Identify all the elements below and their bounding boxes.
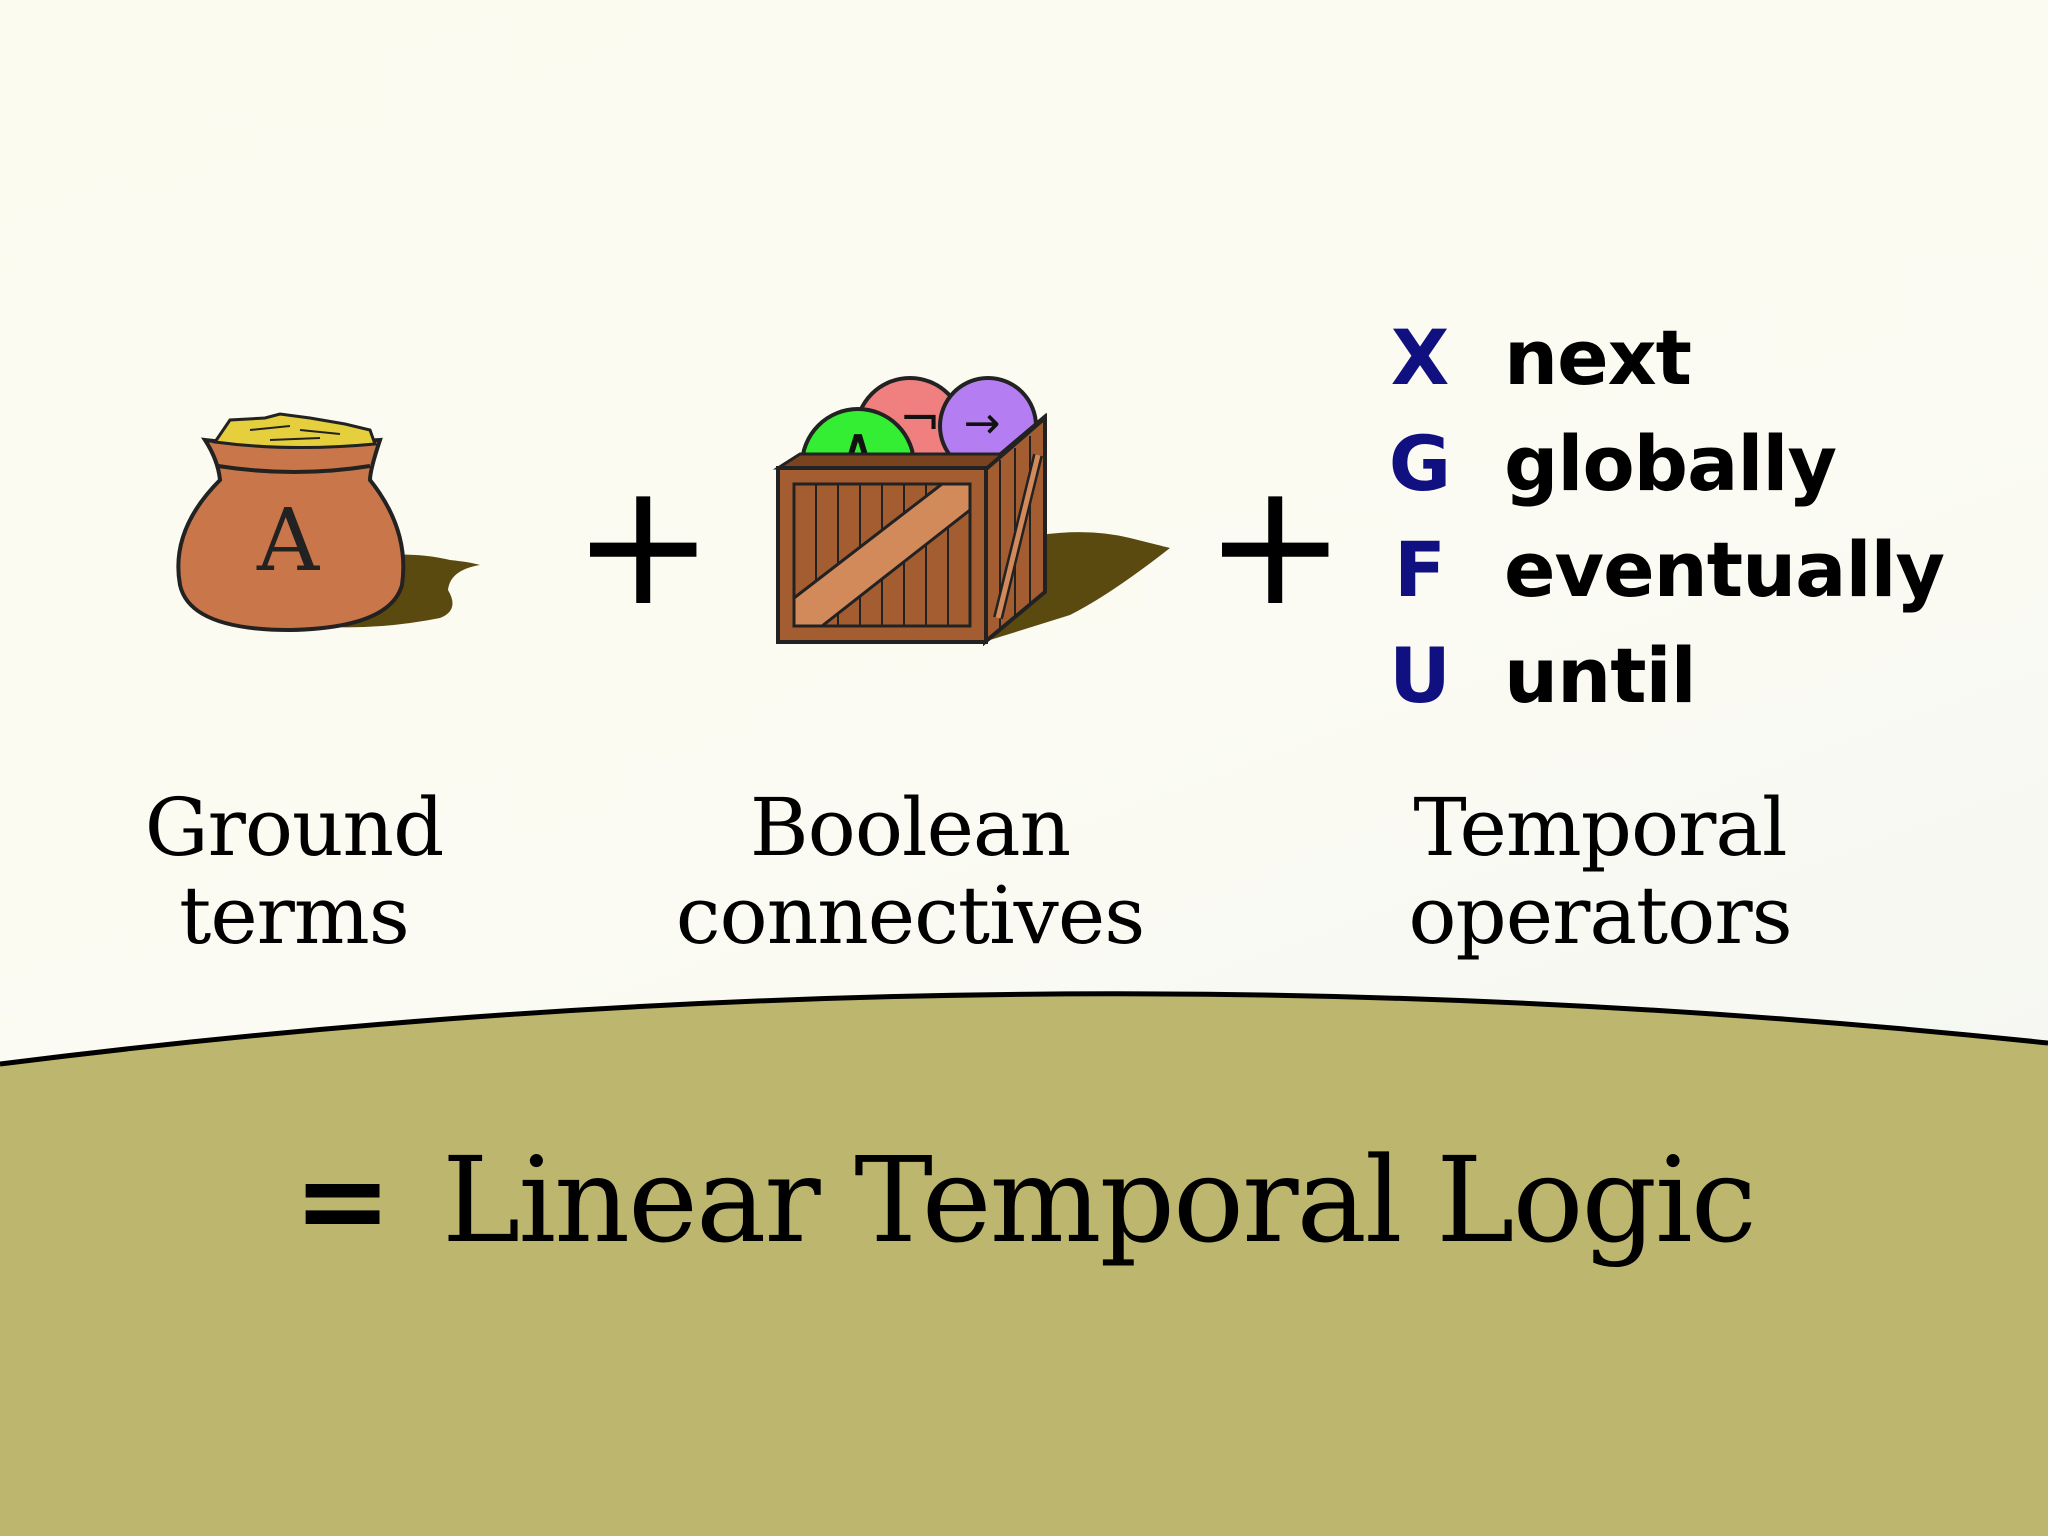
operator-word: globally (1504, 419, 1837, 508)
operator-word: next (1504, 313, 1692, 402)
caption-boolean-connectives: Boolean connectives (660, 784, 1160, 960)
caption-line: terms (179, 869, 410, 962)
operator-symbol: X (1390, 313, 1450, 402)
caption-line: Temporal (1413, 781, 1787, 874)
operator-word: eventually (1504, 525, 1945, 614)
operator-word: until (1504, 631, 1697, 720)
bag-letter: A (256, 491, 320, 591)
caption-line: Ground (144, 781, 445, 874)
operator-symbol: U (1389, 631, 1451, 720)
result-line: = Linear Temporal Logic (0, 1130, 2048, 1270)
result-title: Linear Temporal Logic (442, 1131, 1757, 1269)
caption-ground-terms: Ground terms (94, 784, 494, 960)
caption-temporal-operators: Temporal operators (1380, 784, 1820, 960)
caption-line: connectives (675, 869, 1146, 962)
operator-symbol: G (1388, 419, 1452, 508)
svg-text:¬: ¬ (899, 390, 941, 448)
svg-text:→: → (964, 398, 1001, 449)
equals-sign: = (293, 1131, 392, 1269)
caption-line: operators (1408, 869, 1792, 962)
plus-sign-1: + (572, 446, 715, 644)
plus-sign-2: + (1204, 446, 1347, 644)
money-bag-icon: A (176, 412, 480, 633)
crate-icon: ∧ ¬ → (772, 376, 1170, 647)
operator-symbol: F (1394, 525, 1446, 614)
caption-line: Boolean (749, 781, 1071, 874)
